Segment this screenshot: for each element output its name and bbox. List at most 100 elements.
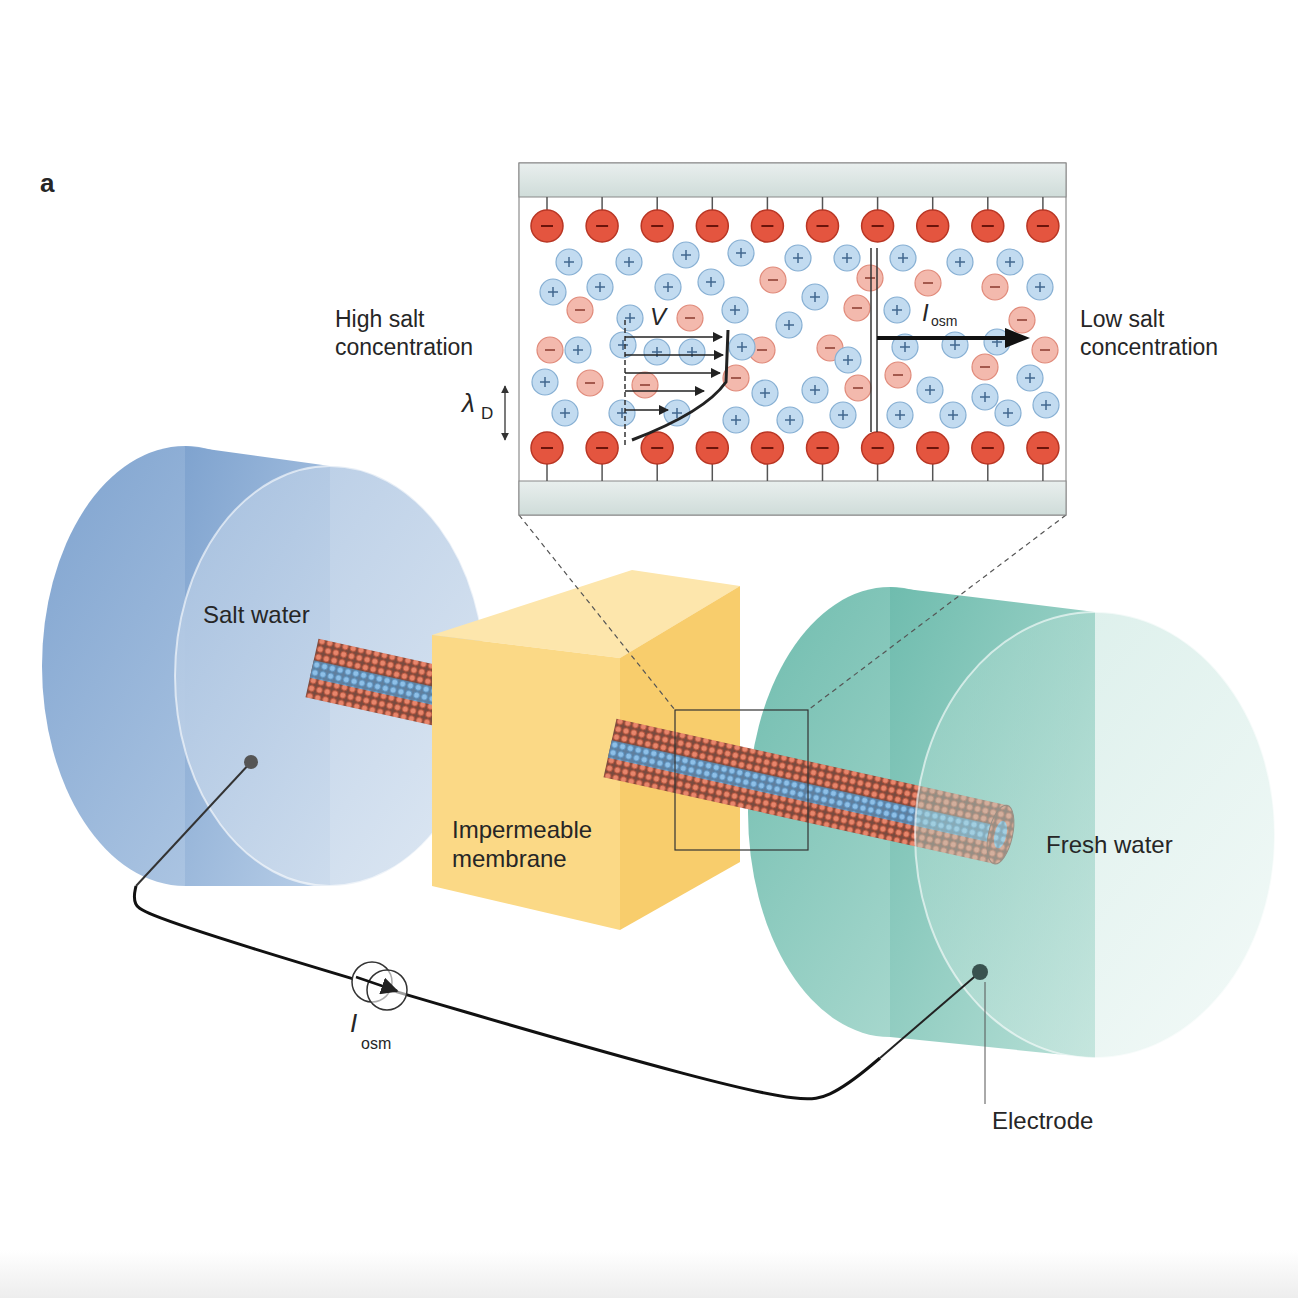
drawing-part bbox=[504, 386, 505, 440]
drawing-part bbox=[677, 305, 703, 331]
drawing-part bbox=[985, 982, 986, 1104]
drawing-part bbox=[679, 339, 705, 365]
drawing-part bbox=[706, 447, 718, 449]
drawing-part bbox=[531, 210, 563, 242]
drawing-part bbox=[696, 210, 728, 242]
drawing-part bbox=[632, 330, 728, 440]
drawing-part bbox=[1037, 225, 1049, 227]
drawing-part bbox=[982, 225, 994, 227]
subscript: osm bbox=[361, 1034, 391, 1054]
drawing-part bbox=[537, 337, 563, 363]
drawing-part bbox=[857, 265, 883, 291]
drawing-part bbox=[595, 282, 605, 292]
drawing-part bbox=[577, 370, 603, 396]
node-label: Salt water bbox=[203, 600, 310, 629]
drawing-part bbox=[610, 332, 636, 358]
drawing-part bbox=[136, 762, 251, 886]
panel-letter: a bbox=[40, 168, 54, 200]
drawing-part bbox=[757, 349, 767, 351]
drawing-part bbox=[822, 197, 824, 210]
drawing-part bbox=[995, 400, 1021, 426]
drawing-part bbox=[545, 349, 555, 351]
drawing-part bbox=[625, 354, 723, 356]
drawing-part bbox=[810, 385, 820, 395]
drawing-part bbox=[616, 249, 642, 275]
drawing-part bbox=[1027, 210, 1059, 242]
drawing-part bbox=[785, 245, 811, 271]
drawing-part bbox=[776, 312, 802, 338]
drawing-part bbox=[777, 407, 803, 433]
drawing-part bbox=[807, 432, 839, 464]
drawing-part bbox=[564, 257, 574, 267]
drawing-part bbox=[696, 432, 728, 464]
drawing-part bbox=[834, 245, 860, 271]
drawing-part bbox=[1005, 257, 1015, 267]
drawing-part bbox=[618, 340, 628, 350]
drawing-part bbox=[917, 377, 943, 403]
drawing-part bbox=[541, 225, 553, 227]
drawing-part bbox=[940, 402, 966, 428]
drawing-part bbox=[609, 400, 635, 426]
drawing-part bbox=[567, 297, 593, 323]
drawing-part bbox=[843, 355, 853, 365]
drawing-part bbox=[609, 400, 635, 426]
drawing-part bbox=[729, 334, 755, 360]
drawing-part bbox=[723, 407, 749, 433]
drawing-part bbox=[587, 274, 613, 300]
drawing-part bbox=[656, 464, 658, 481]
subscript: osm bbox=[931, 313, 957, 330]
drawing-part bbox=[751, 210, 783, 242]
drawing-part bbox=[932, 197, 934, 210]
drawing-part bbox=[887, 402, 913, 428]
drawing-part bbox=[898, 253, 908, 263]
drawing-part bbox=[862, 432, 894, 464]
drawing-part bbox=[531, 432, 563, 464]
drawing-part bbox=[972, 384, 998, 410]
drawing-part bbox=[586, 210, 618, 242]
drawing-part bbox=[768, 279, 778, 281]
drawing-part bbox=[877, 197, 879, 210]
drawing-part bbox=[972, 354, 998, 380]
current-label: I bbox=[922, 298, 929, 327]
drawing-part bbox=[632, 372, 658, 398]
drawing-part bbox=[655, 274, 681, 300]
drawing-part bbox=[844, 295, 870, 321]
drawing-part bbox=[955, 257, 965, 267]
drawing-part bbox=[641, 210, 673, 242]
drawing-part bbox=[1032, 337, 1058, 363]
drawing-part bbox=[573, 345, 583, 355]
drawing-part bbox=[776, 312, 802, 338]
drawing-part bbox=[925, 385, 935, 395]
drawing-part bbox=[616, 249, 642, 275]
drawing-part bbox=[1035, 282, 1045, 292]
drawing-part bbox=[807, 432, 839, 464]
drawing-part bbox=[641, 432, 673, 464]
drawing-part bbox=[531, 210, 563, 242]
drawing-part bbox=[947, 249, 973, 275]
drawing-part bbox=[644, 339, 670, 365]
drawing-part bbox=[1032, 337, 1058, 363]
drawing-part bbox=[972, 432, 1004, 464]
drawing-part bbox=[632, 372, 658, 398]
drawing-part bbox=[802, 284, 828, 310]
drawing-part bbox=[560, 408, 570, 418]
drawing-part bbox=[723, 407, 749, 433]
drawing-part bbox=[596, 447, 608, 449]
drawing-part bbox=[696, 432, 728, 464]
drawing-part bbox=[712, 197, 714, 210]
drawing-part bbox=[673, 242, 699, 268]
side-label: Low salt concentration bbox=[1080, 305, 1285, 361]
drawing-part bbox=[761, 447, 773, 449]
drawing-part bbox=[785, 415, 795, 425]
drawing-part bbox=[1017, 319, 1027, 321]
drawing-part bbox=[601, 464, 603, 481]
drawing-part bbox=[722, 297, 748, 323]
drawing-part bbox=[1009, 307, 1035, 333]
drawing-part bbox=[552, 400, 578, 426]
drawing-part bbox=[853, 387, 863, 389]
current-label: I bbox=[350, 1008, 357, 1040]
drawing-part bbox=[677, 305, 703, 331]
drawing-part bbox=[972, 432, 1004, 464]
